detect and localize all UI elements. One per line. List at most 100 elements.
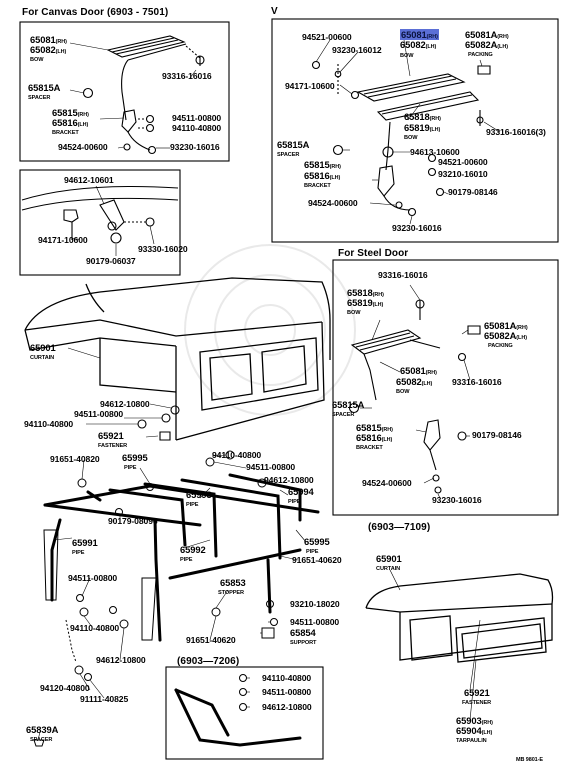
part-label: 65819(LH): [404, 122, 441, 133]
part-label: 93330-16020: [138, 244, 188, 254]
pipe-frame: [43, 473, 320, 642]
part-label: 65081A(RH): [484, 320, 528, 331]
part-desc: CURTAIN: [376, 566, 401, 572]
part-label: 65081A(RH): [465, 29, 509, 40]
part-desc: FASTENER: [98, 443, 128, 449]
part-label: 90179-08096: [108, 516, 158, 526]
part-label: 93210-18020: [290, 599, 340, 609]
part-label: 65819(LH): [347, 297, 384, 308]
part-desc: PIPE: [306, 549, 319, 555]
part-label: 90179-08146: [448, 187, 498, 197]
part-desc: PACKING: [468, 52, 493, 58]
steel-bow-part: [350, 329, 422, 355]
part-desc: BOW: [30, 57, 44, 63]
canvas-top-rail: [121, 59, 129, 121]
part-desc: TARPAULIN: [456, 738, 487, 744]
canvas-bow-part: [106, 35, 186, 58]
part-label: 65992: [180, 544, 206, 555]
part-label: 90179-06037: [86, 256, 136, 266]
canvas-door-panel: [19, 21, 230, 162]
part-desc: SUPPORT: [290, 640, 317, 646]
part-label: 94511-00800: [290, 617, 340, 627]
part-label: 94511-00800: [246, 462, 296, 472]
footer-code: MB 9801-E: [516, 757, 543, 763]
part-label: 94612-10800: [100, 399, 150, 409]
part-label: 65815(RH): [52, 107, 89, 118]
part-label: 93230-16016: [170, 142, 220, 152]
part-label: 65082A(LH): [465, 39, 509, 50]
part-label: 65995: [304, 536, 330, 547]
part-desc: PIPE: [180, 557, 193, 563]
part-label: 65921: [464, 687, 490, 698]
part-label: 65853: [220, 577, 246, 588]
steel-packing-icon: [467, 325, 481, 335]
part-desc: PIPE: [186, 502, 199, 508]
part-label: 65818(RH): [347, 287, 384, 298]
part-label: 94612-10601: [64, 175, 114, 185]
part-label: 94171-10600: [285, 81, 335, 91]
part-desc: CURTAIN: [30, 355, 55, 361]
part-desc: PIPE: [72, 550, 85, 556]
part-desc: BOW: [404, 135, 418, 141]
canvas-bracket-part: [121, 109, 137, 133]
part-label: 65839A: [26, 724, 59, 735]
part-label: 65815(RH): [304, 159, 341, 170]
part-desc: SPACER: [28, 95, 51, 101]
part-label: 93210-16010: [438, 169, 488, 179]
v-bracket-part: [377, 165, 395, 197]
steel-door-panel: [332, 259, 559, 516]
part-label: 65816(LH): [304, 170, 341, 181]
part-desc: BRACKET: [304, 183, 331, 189]
part-label: 94110-40800: [70, 623, 120, 633]
part-label: 65901: [376, 553, 402, 564]
tarpaulin-roof: [365, 573, 554, 663]
part-label: 94612-10800: [96, 655, 146, 665]
v-bow2-part: [376, 91, 480, 121]
part-desc: PIPE: [124, 465, 137, 471]
v-bow-part: [356, 73, 466, 102]
part-desc: SPACER: [30, 737, 53, 743]
detail-bolt-icon: [63, 209, 79, 223]
part-desc: PIPE: [288, 499, 301, 505]
part-label: 94511-00800: [68, 573, 118, 583]
steel-door-header: For Steel Door: [338, 248, 409, 259]
part-label: 94612-10800: [264, 475, 314, 485]
part-desc: BRACKET: [356, 445, 383, 451]
part-desc: BOW: [400, 53, 414, 59]
part-desc: SPACER: [277, 152, 300, 158]
part-label: 94521-00600: [302, 32, 352, 42]
part-label: 65854: [290, 627, 316, 638]
v-panel: [271, 18, 559, 243]
part-desc: PACKING: [488, 343, 513, 349]
bottom-7206-panel: [165, 666, 324, 760]
part-label: 65081(RH): [400, 365, 437, 376]
part-desc: SPACER: [332, 412, 355, 418]
v-marker: V: [271, 6, 278, 17]
v-packing-icon: [477, 65, 491, 75]
part-label: 65082(LH): [396, 376, 433, 387]
part-label: 94511-00800: [172, 113, 222, 123]
part-label: 90179-08146: [472, 430, 522, 440]
part-label: 93316-16016: [162, 71, 212, 81]
part-label: 94511-00800: [262, 687, 312, 697]
part-label: 65815(RH): [356, 422, 393, 433]
part-label: 94613-10600: [410, 147, 460, 157]
fastener-icon: [159, 431, 171, 441]
spacer-icon-bottom: [33, 739, 45, 747]
part-desc: BOW: [396, 389, 410, 395]
steel-bracket-part: [423, 419, 441, 451]
part-label: 94110-40800: [172, 123, 222, 133]
part-label: 94110-40800: [212, 450, 262, 460]
part-label: 94511-00800: [74, 409, 124, 419]
highlighted-part-label: 65081(RH): [400, 29, 439, 40]
part-label: 65816(LH): [52, 117, 89, 128]
part-desc: STOPPER: [218, 590, 244, 596]
part-label: 65815A: [332, 399, 365, 410]
part-label: 65921: [98, 430, 124, 441]
part-label: 65904(LH): [456, 725, 493, 736]
main-roof-curtain: [24, 277, 331, 441]
part-label: 91651-40820: [50, 454, 100, 464]
part-label: 94524-00600: [308, 198, 358, 208]
part-label: 65818(RH): [404, 111, 441, 122]
